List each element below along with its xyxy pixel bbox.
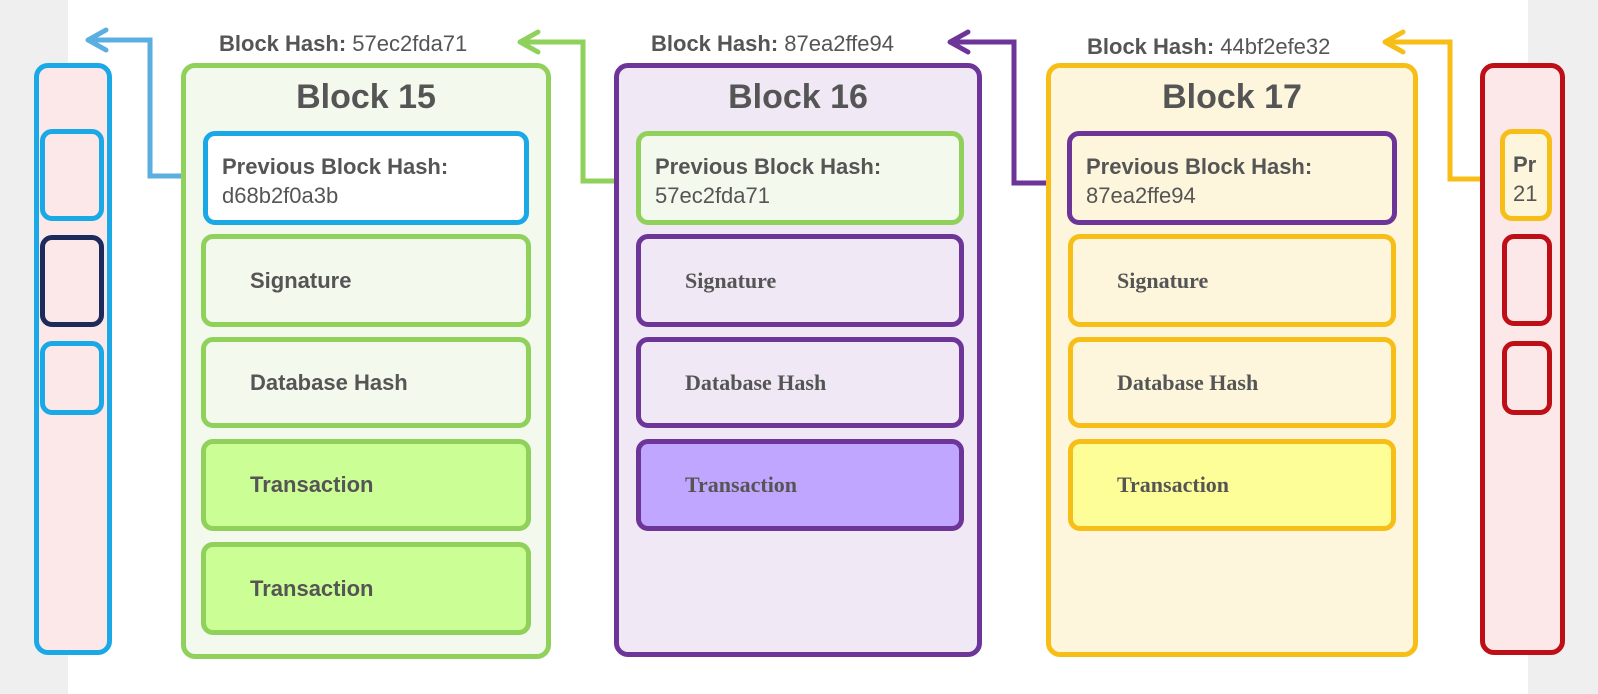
block-17-previous-hash-cell: Previous Block Hash: 87ea2ffe94 [1067,131,1397,225]
database-hash-label: Database Hash [250,369,408,395]
block-16-previous-hash-cell: Previous Block Hash: 57ec2fda71 [636,131,964,225]
signature-label: Signature [685,267,777,293]
block-15-signature-cell: Signature [201,234,531,327]
transaction-label: Transaction [1117,472,1230,497]
previous-hash-value: d68b2f0a3b [222,183,339,208]
previous-hash-key: Previous Block Hash: [1086,154,1313,179]
partial-block-14-prev-hash-cell [40,129,104,221]
block-17-database-hash-cell: Database Hash [1068,337,1396,428]
block-16-signature-cell: Signature [636,234,964,327]
block-16-transaction-cell: Transaction [636,439,964,531]
previous-hash-value: 21 [1513,181,1538,206]
block-title: Block 16 [728,78,868,116]
block-hash-value: 44bf2efe32 [1220,34,1331,59]
database-hash-label: Database Hash [685,369,827,395]
block-hash-key: Block Hash: [219,31,347,56]
transaction-label: Transaction [250,575,374,601]
partial-block-18-hash-cell [1502,341,1552,415]
arrowhead-left-icon [517,29,541,55]
previous-hash-key: Previous Block Hash: [222,154,449,179]
block-15-transaction-cell: Transaction [201,542,531,635]
block-15-database-hash-cell: Database Hash [201,337,531,428]
block-hash-value: 87ea2ffe94 [784,31,894,56]
block-title: Block 17 [1162,78,1302,116]
arrowhead-left-icon [85,27,109,53]
block-17-transaction-cell: Transaction [1068,439,1396,531]
block-15-transaction-cell: Transaction [201,439,531,531]
arrow-block16-to-block15 [525,39,631,184]
block-hash-key: Block Hash: [651,31,779,56]
partial-block-14-signature-cell [40,235,104,327]
transaction-label: Transaction [250,472,374,497]
previous-hash-key: Previous Block Hash: [655,154,882,179]
signature-label: Signature [1117,267,1209,293]
previous-hash-value: 57ec2fda71 [655,183,770,208]
transaction-label: Transaction [685,472,798,497]
block-title: Block 15 [296,78,436,116]
partial-block-18-prev-hash-cell: Pr 21 [1500,129,1552,221]
partial-block-18-signature-cell [1502,234,1552,326]
block-16-hash-label: Block Hash: 87ea2ffe94 [651,31,894,57]
block-15-previous-hash-cell: Previous Block Hash: d68b2f0a3b [203,131,529,225]
signature-label: Signature [250,267,352,293]
database-hash-label: Database Hash [1117,369,1259,395]
arrowhead-left-icon [947,29,971,55]
block-hash-value: 57ec2fda71 [352,31,468,56]
previous-hash-key: Pr [1513,152,1537,177]
block-16-database-hash-cell: Database Hash [636,337,964,428]
arrow-block15-to-block14 [93,37,204,179]
block-15-hash-label: Block Hash: 57ec2fda71 [219,31,467,57]
arrow-block18-to-block17 [1390,39,1502,182]
block-17-signature-cell: Signature [1068,234,1396,327]
arrow-block17-to-block16 [955,39,1066,186]
previous-hash-value: 87ea2ffe94 [1086,183,1196,208]
arrowhead-left-icon [1382,29,1406,55]
partial-block-14-hash-cell [40,341,104,415]
block-hash-key: Block Hash: [1087,34,1215,59]
block-17-hash-label: Block Hash: 44bf2efe32 [1087,34,1330,60]
